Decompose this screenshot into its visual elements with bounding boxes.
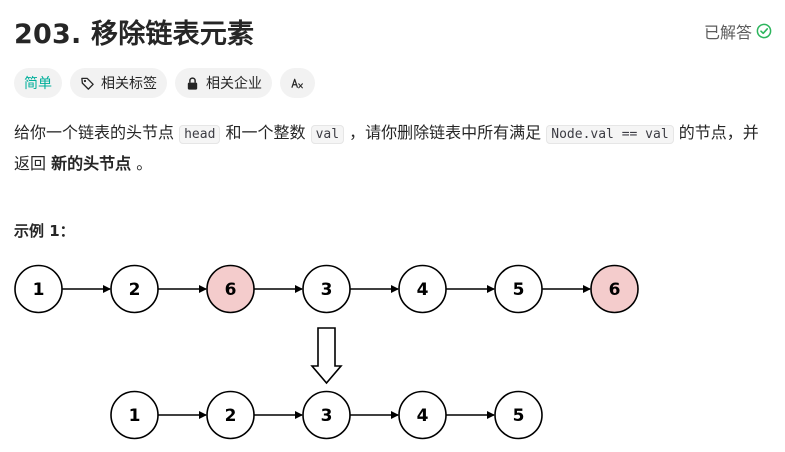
related-topics-tag[interactable]: 相关标签 xyxy=(70,68,167,98)
desc-text-3: ，请你删除链表中所有满足 xyxy=(344,123,547,142)
code-val: val xyxy=(310,125,345,144)
output-list-node-label: 2 xyxy=(225,406,237,426)
solved-status: 已解答 xyxy=(704,19,772,43)
input-list-node-label: 1 xyxy=(33,280,45,300)
related-topics-label: 相关标签 xyxy=(101,76,157,92)
input-list-node xyxy=(590,264,639,314)
difficulty-tag[interactable]: 简单 xyxy=(14,68,62,98)
output-list-node-label: 4 xyxy=(417,406,429,426)
input-list-node xyxy=(302,264,351,314)
desc-text-2: 和一个整数 xyxy=(220,123,311,142)
desc-text-1: 给你一个链表的头节点 xyxy=(14,123,180,142)
tag-icon xyxy=(81,77,94,90)
solved-status-label: 已解答 xyxy=(703,23,752,42)
down-arrow-icon xyxy=(310,327,343,385)
input-list-node xyxy=(206,264,255,314)
code-head: head xyxy=(179,125,221,144)
input-list-node xyxy=(110,264,159,314)
check-circle-icon xyxy=(756,23,772,39)
lock-icon xyxy=(187,76,198,90)
desc-text-4: 的节点，并返回 xyxy=(14,123,759,173)
difficulty-label: 简单 xyxy=(24,76,52,92)
page-title: 203. 移除链表元素 xyxy=(14,19,255,50)
output-list-node-label: 3 xyxy=(321,406,333,426)
output-list-node xyxy=(110,390,159,440)
input-list-node xyxy=(398,264,447,314)
output-list-node xyxy=(494,390,543,440)
output-list-node xyxy=(302,390,351,440)
output-list-node-label: 5 xyxy=(513,406,525,426)
code-node-val: Node.val == val xyxy=(546,125,674,144)
desc-bold: 新的头节点 xyxy=(51,154,132,173)
input-list-node-label: 3 xyxy=(321,280,333,300)
translate-tag[interactable] xyxy=(280,68,315,98)
input-list-node-label: 5 xyxy=(513,280,525,300)
output-list-node-label: 1 xyxy=(129,406,141,426)
input-list-node-label: 6 xyxy=(225,280,237,300)
translate-icon xyxy=(291,78,304,89)
related-companies-label: 相关企业 xyxy=(206,76,262,92)
problem-description: 给你一个链表的头节点 head 和一个整数 val ，请你删除链表中所有满足 N… xyxy=(14,118,774,178)
output-list-node xyxy=(398,390,447,440)
input-list-node xyxy=(14,264,63,314)
input-list-node-label: 2 xyxy=(129,280,141,300)
input-list-node-label: 6 xyxy=(609,280,621,300)
tag-bar: 简单 相关标签 相关企业 xyxy=(14,68,315,98)
output-list-node xyxy=(206,390,255,440)
related-companies-tag[interactable]: 相关企业 xyxy=(175,68,272,98)
desc-text-5: 。 xyxy=(131,154,153,173)
example-title: 示例 1： xyxy=(14,222,75,240)
input-list-node-label: 4 xyxy=(417,280,429,300)
input-list-node xyxy=(494,264,543,314)
